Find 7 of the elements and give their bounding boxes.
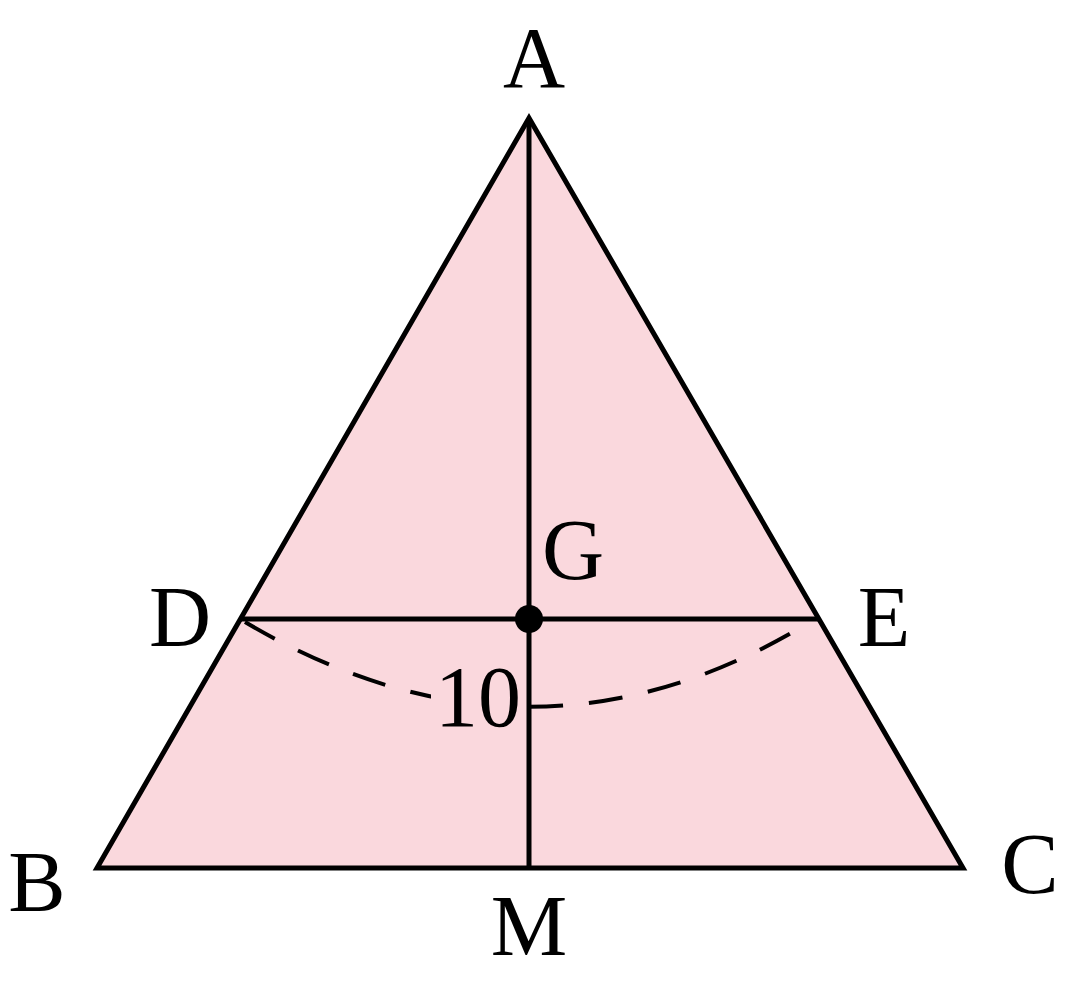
point-label: D [148, 574, 212, 660]
point-label: E [857, 574, 911, 660]
point-label: M [490, 883, 568, 969]
point-label: G [541, 507, 605, 593]
point-label: B [8, 839, 66, 925]
point-label: A [502, 15, 566, 101]
point-label: C [1001, 821, 1059, 907]
